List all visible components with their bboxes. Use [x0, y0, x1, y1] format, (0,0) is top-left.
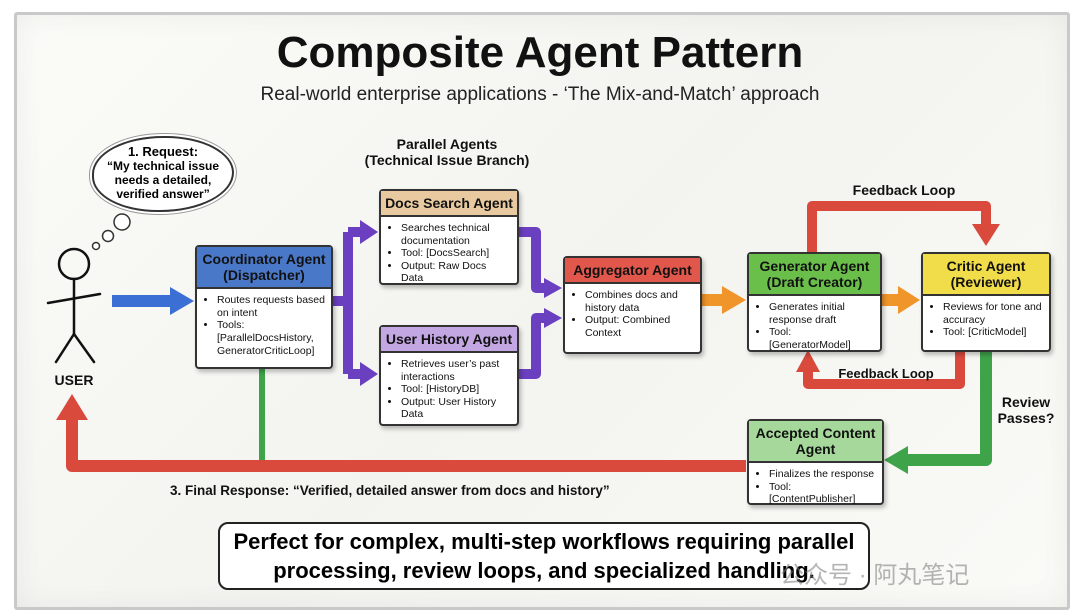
generator-agent-box[interactable]: Generator Agent (Draft Creator) Generate… [747, 252, 882, 352]
feedback-loop-top-label: Feedback Loop [852, 182, 956, 198]
arrow-head-final-response [56, 394, 88, 420]
history-item: Tool: [HistoryDB] [401, 383, 511, 396]
arrow-fork-coordinator [330, 227, 362, 379]
arrow-head-to-history [360, 362, 378, 386]
aggregator-agent-items: Combines docs and history data Output: C… [565, 284, 700, 344]
arrow-feedback-top [807, 201, 991, 252]
arrow-feedback-bottom [803, 348, 965, 389]
accepted-content-agent-box[interactable]: Accepted Content Agent Finalizes the res… [747, 419, 884, 505]
feedback-loop-bottom-label: Feedback Loop [838, 366, 934, 381]
critic-agent-box[interactable]: Critic Agent (Reviewer) Reviews for tone… [921, 252, 1051, 352]
critic-agent-items: Reviews for tone and accuracy Tool: [Cri… [923, 296, 1049, 344]
docs-item: Tool: [DocsSearch] [401, 247, 511, 260]
arrow-history-to-aggregator [516, 313, 546, 379]
coordinator-item: Tools: [ParallelDocsHistory, GeneratorCr… [217, 319, 325, 357]
accepted-content-agent-items: Finalizes the response Tool: [ContentPub… [749, 463, 882, 511]
critic-agent-title: Critic Agent (Reviewer) [923, 254, 1049, 297]
user-history-agent-box[interactable]: User History Agent Retrieves user’s past… [379, 325, 519, 426]
page-subtitle: Real-world enterprise applications - ‘Th… [260, 84, 820, 105]
arrow-final-response [66, 418, 746, 472]
aggregator-agent-title: Aggregator Agent [565, 258, 700, 285]
request-heading: 1. Request: [127, 144, 199, 159]
docs-item: Searches technical documentation [401, 222, 511, 247]
history-item: Output: User History Data [401, 396, 511, 421]
coordinator-agent-items: Routes requests based on intent Tools: [… [197, 289, 331, 362]
review-passes-label: Review Passes? [997, 394, 1055, 427]
accepted-item: Tool: [ContentPublisher] [769, 481, 876, 506]
arrow-head-to-docs [360, 220, 378, 244]
watermark: 公众号 · 阿丸笔记 [780, 562, 970, 589]
aggregator-agent-box[interactable]: Aggregator Agent Combines docs and histo… [563, 256, 702, 354]
request-thought-bubble: 1. Request: “My technical issue needs a … [92, 136, 234, 212]
arrow-head-user-coordinator [170, 287, 194, 315]
user-history-agent-title: User History Agent [381, 327, 517, 354]
aggregator-item: Combines docs and history data [585, 289, 694, 314]
thought-dots-icon [91, 213, 131, 251]
coordinator-agent-box[interactable]: Coordinator Agent (Dispatcher) Routes re… [195, 245, 333, 369]
critic-item: Reviews for tone and accuracy [943, 301, 1043, 326]
arrow-review-passes [906, 348, 992, 466]
arrow-head-history-aggregator [544, 308, 562, 328]
accepted-content-agent-title: Accepted Content Agent [749, 421, 882, 464]
coordinator-agent-title: Coordinator Agent (Dispatcher) [197, 247, 331, 290]
generator-agent-title: Generator Agent (Draft Creator) [749, 254, 880, 297]
docs-search-agent-box[interactable]: Docs Search Agent Searches technical doc… [379, 189, 519, 285]
arrow-head-docs-aggregator [544, 278, 562, 298]
generator-item: Generates initial response draft [769, 301, 874, 326]
docs-search-agent-items: Searches technical documentation Tool: [… [381, 217, 517, 290]
arrow-head-feedback-bottom [796, 350, 820, 372]
critic-item: Tool: [CriticModel] [943, 326, 1043, 339]
page-title: Composite Agent Pattern [276, 28, 804, 77]
generator-item: Tool: [GeneratorModel] [769, 326, 874, 351]
summary-callout: Perfect for complex, multi-step workflow… [218, 522, 870, 590]
request-text: “My technical issue needs a detailed, ve… [106, 158, 220, 201]
accepted-item: Finalizes the response [769, 468, 876, 481]
arrow-head-generator-critic [898, 286, 920, 314]
user-stick-figure-icon [46, 247, 102, 364]
generator-agent-items: Generates initial response draft Tool: [… [749, 296, 880, 356]
arrow-docs-to-aggregator [516, 227, 546, 293]
user-history-agent-items: Retrieves user’s past interactions Tool:… [381, 353, 517, 426]
whiteboard [14, 12, 1070, 610]
final-response-label: 3. Final Response: “Verified, detailed a… [170, 483, 610, 498]
arrow-head-feedback-top [972, 224, 1000, 246]
docs-item: Output: Raw Docs Data [401, 260, 511, 285]
docs-search-agent-title: Docs Search Agent [381, 191, 517, 218]
parallel-agents-label: Parallel Agents (Technical Issue Branch) [356, 136, 538, 168]
arrow-head-aggregator-generator [722, 286, 746, 314]
parallel-agents-line1: Parallel Agents [396, 136, 498, 152]
aggregator-item: Output: Combined Context [585, 314, 694, 339]
history-item: Retrieves user’s past interactions [401, 358, 511, 383]
coordinator-item: Routes requests based on intent [217, 294, 325, 319]
parallel-agents-line2: (Technical Issue Branch) [364, 152, 530, 169]
arrow-head-review-passes [884, 446, 908, 474]
user-label: USER [54, 372, 94, 388]
